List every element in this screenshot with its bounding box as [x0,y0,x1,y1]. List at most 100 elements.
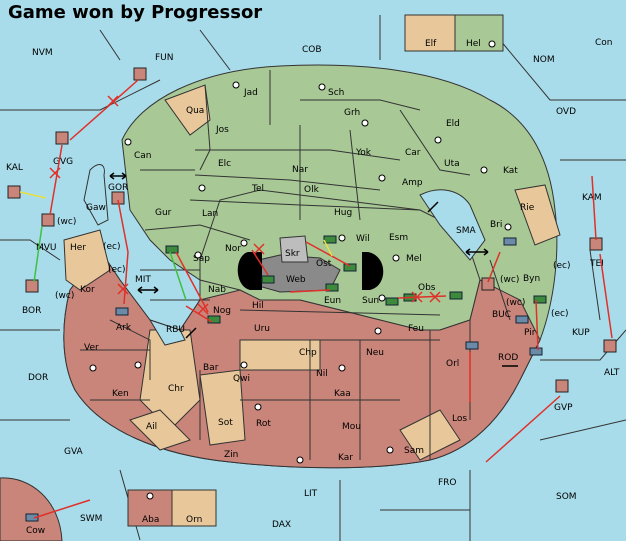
fleet-unit [133,67,147,81]
fleet-unit [25,279,39,293]
coast-tag: (wc) [57,217,76,227]
land-label: Los [452,414,467,424]
sea-labels: NVM FUN COB NOM Con OVD KAL GOR KAM MVU … [6,38,620,536]
supply-center-dot [146,492,154,500]
fleet-unit [41,213,55,227]
coast-tag: (ec) [108,265,126,275]
land-label: Feu [408,324,424,334]
sea-label: KAM [582,193,602,203]
sea-label: OVD [556,107,576,117]
fleet-unit-blue [465,341,479,350]
coast-tag: (ec) [103,242,121,252]
supply-center-dot [488,40,496,48]
land-label: Byn [523,274,540,284]
fleet-unit [7,185,21,199]
land-label: Esm [389,233,408,243]
army-unit-green [323,235,337,244]
land-label: Bar [203,363,219,373]
land-label: Nog [213,306,231,316]
land-label: Ark [116,323,132,333]
coast-tag: (ec) [553,261,571,271]
supply-center-dot [361,119,369,127]
land-label: Hil [252,301,264,311]
land-label: Rie [520,203,535,213]
sea-label: DOR [28,373,48,383]
land-label: Kar [338,453,353,463]
support-lines [19,191,333,301]
fleet-unit [111,191,125,205]
land-label: Wil [356,234,370,244]
land-label: Ken [112,389,129,399]
army-unit-green [385,297,399,306]
land-label: Eun [324,296,341,306]
supply-center-dot [296,456,304,464]
sea-label: GOR [108,183,128,193]
land-label: GVG [53,157,73,167]
army-unit-green [207,315,221,324]
land-label: Mou [342,422,361,432]
land-label: Gur [155,208,172,218]
sea-label: BOR [22,306,41,316]
land-label: Rot [256,419,271,429]
land-label: Gaw [86,203,106,213]
land-label: Car [405,148,421,158]
land-label: Sam [404,446,424,456]
connection-arrows [109,172,518,367]
land-label: Hel [466,39,481,49]
sea-label: NOM [533,55,555,65]
supply-center-dot [198,184,206,192]
land-label: Web [286,275,306,285]
land-label: Sot [218,418,233,428]
land-label: Amp [402,178,423,188]
land-label: Can [134,151,152,161]
sea-label: MVU [36,243,57,253]
land-label: Uru [254,324,270,334]
supply-center-dot [338,364,346,372]
supply-center-dot [232,81,240,89]
supply-centers [89,40,512,500]
land-label: Hug [334,208,352,218]
sea-label: RBU [166,325,185,335]
land-label: Skr [285,249,300,259]
fleet-unit [555,379,569,393]
sea-label: SOM [556,492,577,502]
sea-label: TEI [589,259,604,269]
province-box-elf [404,14,456,52]
land-label: Ost [316,259,332,269]
coast-tags: (wc) (ec) (ec) (wc) (wc) (ec) (ec) (wc) [55,217,571,319]
sea-label: ROD [498,353,518,363]
supply-center-dot [378,174,386,182]
land-label: Sun [362,296,379,306]
sea-label: NVM [32,48,53,58]
land-label: Tel [251,184,264,194]
land-label: Chr [168,384,184,394]
land-label: Qua [186,106,204,116]
sea-label: SMA [456,226,476,236]
land-label: Kat [503,166,518,176]
army-unit-green [343,263,357,272]
supply-center-dot [89,364,97,372]
land-labels: Elf Hel Jad Sch Qua Jos Grh Eld Can Yok … [53,39,540,525]
land-label: Elf [425,39,437,49]
army-unit-green [449,291,463,300]
land-label: Kor [80,285,95,295]
supply-center-dot [240,239,248,247]
land-label: Her [70,243,86,253]
sea-label: MIT [135,275,151,285]
supply-center-dot [194,251,202,259]
supply-center-dot [318,83,326,91]
supply-center-dot [374,327,382,335]
sea-label: BUC [492,310,511,320]
coast-tag: (ec) [551,309,569,319]
sea-label: KAL [6,163,23,173]
sea-label: FUN [155,53,174,63]
game-status-title: Game won by Progressor [8,2,263,23]
land-label: Jad [243,88,258,98]
supply-center-dot [378,294,386,302]
province-box-orn [171,489,217,527]
sea-label: GVA [64,447,84,457]
sea-label: Con [595,38,613,48]
supply-center-dot [392,254,400,262]
sea-label: ALT [604,368,620,378]
